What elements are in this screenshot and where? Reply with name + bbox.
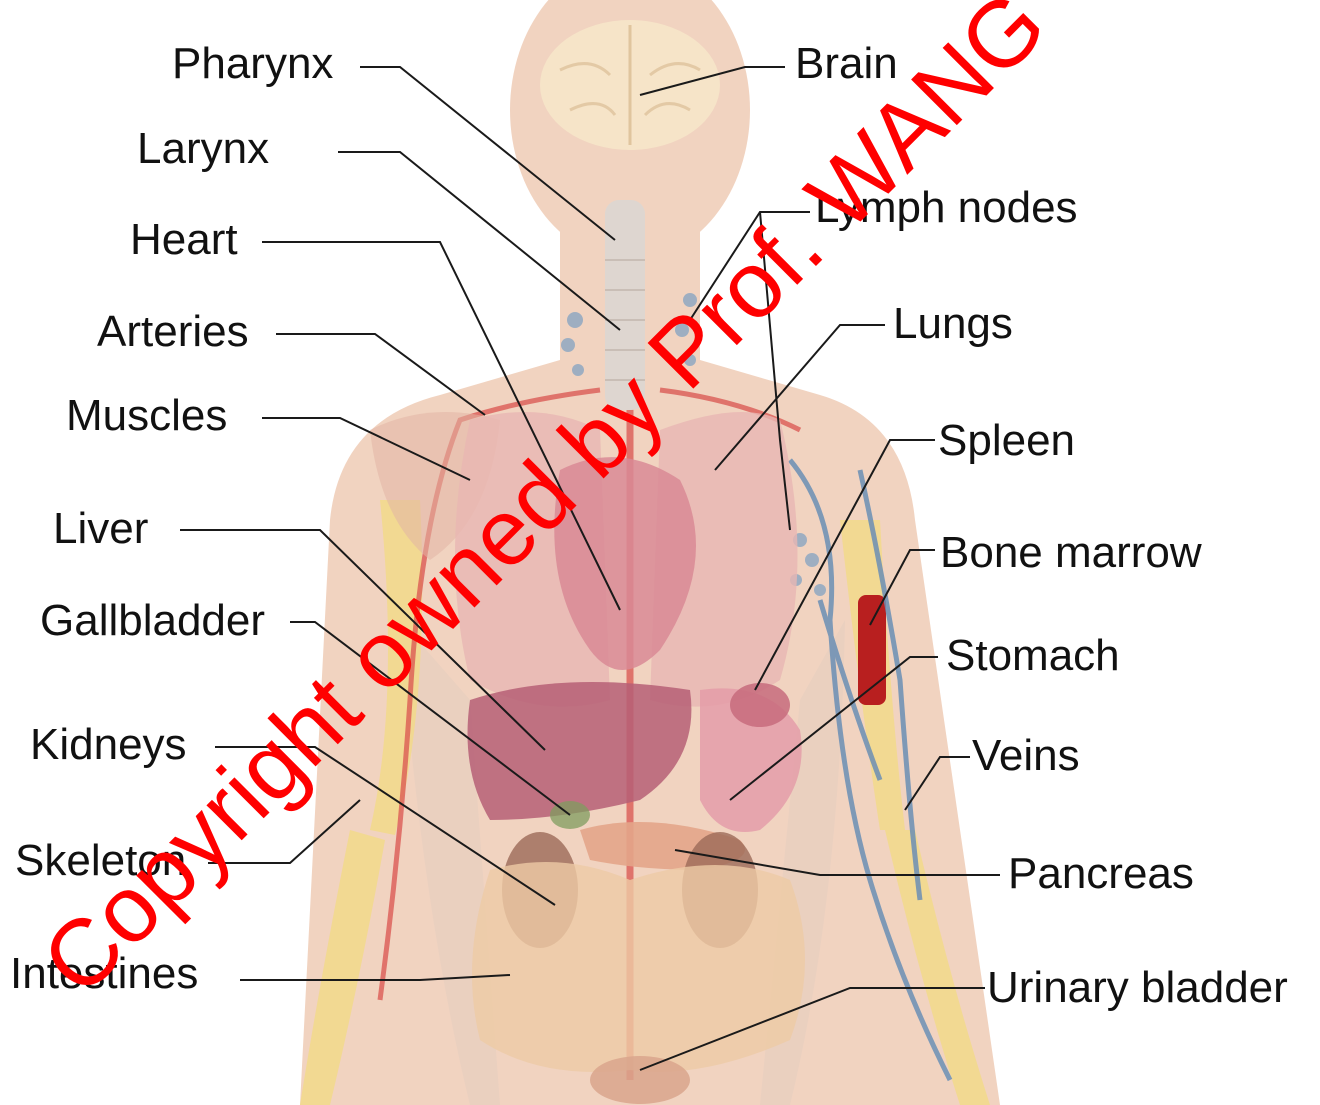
label-urinary-bladder: Urinary bladder [987,963,1288,1012]
label-gallbladder: Gallbladder [40,596,265,645]
intestine-shape [472,862,805,1072]
label-liver: Liver [53,504,148,553]
label-lungs: Lungs [893,299,1013,348]
label-bone-marrow: Bone marrow [940,528,1202,577]
label-kidneys: Kidneys [30,720,187,769]
label-stomach: Stomach [946,631,1120,680]
label-arteries: Arteries [97,307,249,356]
label-muscles: Muscles [66,391,227,440]
label-spleen: Spleen [938,416,1075,465]
label-pharynx: Pharynx [172,39,333,88]
label-larynx: Larynx [137,124,269,173]
bone-marrow-shape [858,595,886,705]
bladder-shape [590,1056,690,1104]
label-pancreas: Pancreas [1008,849,1194,898]
brain-shape [540,20,720,150]
label-heart: Heart [130,215,238,264]
label-veins: Veins [972,731,1080,780]
spleen-shape [730,683,790,727]
